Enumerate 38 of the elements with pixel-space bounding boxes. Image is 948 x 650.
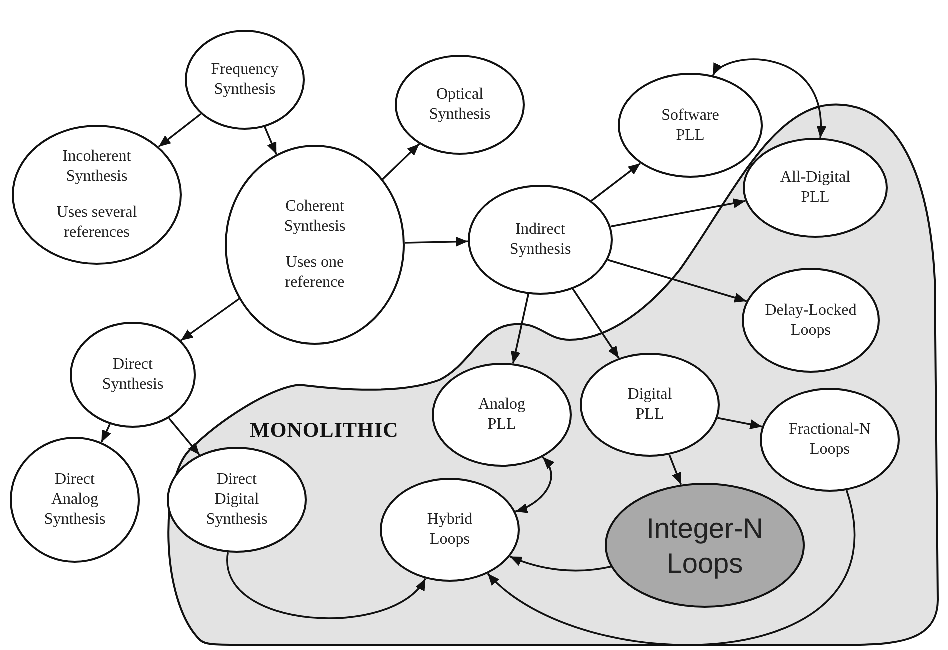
- node-label: Software PLL: [660, 106, 720, 146]
- arrow: [610, 198, 746, 228]
- node-label: Uses one reference: [284, 253, 346, 293]
- arrow: [668, 454, 682, 486]
- node-label: All-Digital PLL: [779, 168, 852, 208]
- arrow: [608, 259, 747, 303]
- node-label: Fractional-N Loops: [788, 420, 872, 460]
- arrow: [264, 126, 278, 155]
- arrow: [718, 417, 762, 430]
- node-label: Uses several references: [56, 203, 138, 243]
- arrow: [382, 143, 420, 180]
- arrow: [591, 162, 642, 202]
- node-label: Direct Synthesis: [101, 355, 165, 395]
- arrow: [510, 294, 530, 364]
- arrow: [712, 58, 826, 138]
- arrow: [158, 113, 202, 148]
- node-label: Optical Synthesis: [428, 85, 492, 125]
- arrow: [572, 288, 620, 359]
- node-label: Analog PLL: [477, 395, 527, 435]
- node-label: Direct Analog Synthesis: [43, 470, 107, 530]
- node-label: Incoherent Synthesis: [62, 147, 132, 187]
- node-label: Indirect Synthesis: [508, 220, 572, 260]
- arrow: [227, 552, 426, 620]
- node-label: Coherent Synthesis: [283, 197, 347, 237]
- arrow: [510, 556, 612, 572]
- node-label: Direct Digital Synthesis: [205, 470, 269, 530]
- node-label: Frequency Synthesis: [210, 60, 280, 100]
- node-label: Hybrid Loops: [426, 510, 474, 550]
- arrow: [168, 418, 200, 456]
- node-label: Digital PLL: [626, 385, 674, 425]
- node-label: Delay-Locked Loops: [765, 300, 857, 340]
- region-label: MONOLITHIC: [250, 417, 399, 444]
- arrow: [487, 490, 856, 646]
- arrow: [100, 424, 112, 443]
- arrow: [515, 456, 554, 513]
- arrow: [180, 298, 240, 342]
- node-label: Integer-N Loops: [646, 512, 764, 580]
- arrow: [404, 236, 468, 247]
